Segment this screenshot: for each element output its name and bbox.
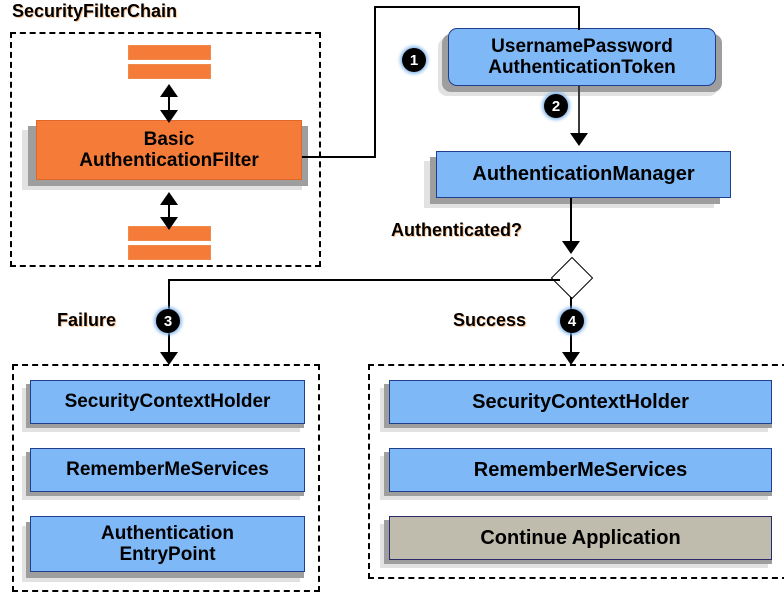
authentication-manager-node[interactable]: AuthenticationManager xyxy=(436,151,731,198)
connector-decision-to-failure-h xyxy=(168,279,560,281)
arrow-to-success-group xyxy=(562,352,580,365)
manager-node-label: AuthenticationManager xyxy=(472,163,695,186)
badge-step-4: 4 xyxy=(560,309,584,333)
success-node-continue-application[interactable]: Continue Application xyxy=(389,516,772,560)
success-node-remember-me-services[interactable]: RememberMeServices xyxy=(389,448,772,492)
filter-node-line1: Basic xyxy=(143,128,195,150)
badge-step-1: 1 xyxy=(402,48,426,72)
token-node-line2: AuthenticationToken xyxy=(488,57,676,78)
connector-filter-to-token-h2 xyxy=(374,6,580,8)
arrow-up-to-filter xyxy=(160,192,178,205)
basic-authentication-filter-node[interactable]: Basic AuthenticationFilter xyxy=(36,120,302,180)
failure-group-container xyxy=(12,364,320,592)
success-node-security-context-holder[interactable]: SecurityContextHolder xyxy=(389,380,772,424)
connector-filter-to-token-h1 xyxy=(302,156,376,158)
authenticated-decision-label: Authenticated? xyxy=(391,220,523,240)
failure-node-authentication-entry-point[interactable]: Authentication EntryPoint xyxy=(30,516,305,572)
filter-strip-bottom-2 xyxy=(128,245,211,260)
username-password-authentication-token-node[interactable]: UsernamePassword AuthenticationToken xyxy=(448,28,716,86)
token-node-line1: UsernamePassword xyxy=(491,35,673,57)
failure-node-security-context-holder[interactable]: SecurityContextHolder xyxy=(30,380,305,424)
success-label: Success xyxy=(453,310,527,330)
badge-step-3: 3 xyxy=(156,309,180,333)
arrow-to-failure-group xyxy=(160,352,178,365)
failure-node-3-line1: Authentication xyxy=(101,522,234,544)
failure-label: Failure xyxy=(57,310,117,330)
arrow-down-to-filter xyxy=(160,110,178,123)
filter-node-line2: AuthenticationFilter xyxy=(79,150,259,171)
success-group-container xyxy=(368,364,784,579)
connector-strips-filter xyxy=(168,95,170,113)
authenticated-decision-diamond[interactable] xyxy=(550,256,594,300)
failure-node-3-line2: EntryPoint xyxy=(119,544,216,565)
connector-filter-strips xyxy=(168,203,170,221)
filter-strip-top-1 xyxy=(128,45,211,60)
failure-node-2-label: RememberMeServices xyxy=(66,459,269,481)
success-node-3-label: Continue Application xyxy=(480,526,681,549)
badge-step-2: 2 xyxy=(544,94,568,118)
success-node-1-label: SecurityContextHolder xyxy=(472,390,689,413)
arrow-down-to-strips xyxy=(160,217,178,230)
arrow-manager-to-decision xyxy=(562,241,580,254)
connector-into-token-node xyxy=(578,6,580,30)
success-node-2-label: RememberMeServices xyxy=(473,458,688,481)
filter-strip-top-2 xyxy=(128,64,211,79)
failure-node-1-label: SecurityContextHolder xyxy=(64,391,271,413)
connector-manager-to-decision xyxy=(570,198,572,244)
security-filter-chain-title: SecurityFilterChain xyxy=(12,1,178,21)
failure-node-remember-me-services[interactable]: RememberMeServices xyxy=(30,448,305,492)
arrow-token-to-manager xyxy=(570,133,588,146)
connector-filter-to-token-v xyxy=(374,6,376,158)
arrow-up-to-strips xyxy=(160,84,178,97)
connector-token-to-manager xyxy=(578,86,580,136)
security-filter-chain-container xyxy=(10,32,321,267)
